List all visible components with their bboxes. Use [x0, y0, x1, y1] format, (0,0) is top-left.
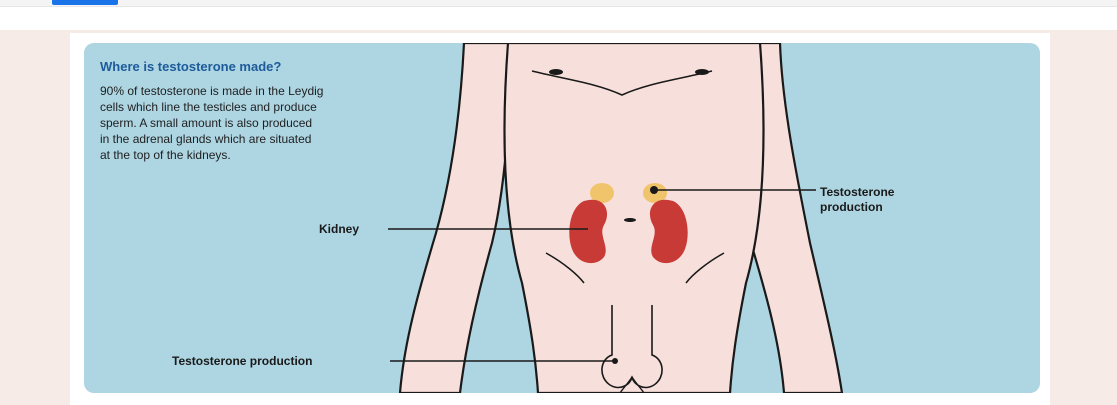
right-nipple [695, 69, 709, 75]
left-nipple [549, 69, 563, 75]
browser-top-bar [0, 0, 1117, 7]
figure-description: 90% of testosterone is made in the Leydi… [100, 83, 430, 163]
testosterone-diagram: Where is testosterone made? 90% of testo… [84, 43, 1040, 393]
kidney-label: Kidney [319, 222, 359, 237]
testes-production-label: Testosterone production [172, 354, 312, 369]
navel [624, 218, 636, 222]
adrenal-production-label: Testosterone production [820, 185, 894, 215]
active-tab-indicator[interactable] [52, 0, 118, 5]
figure-title: Where is testosterone made? [100, 59, 281, 74]
